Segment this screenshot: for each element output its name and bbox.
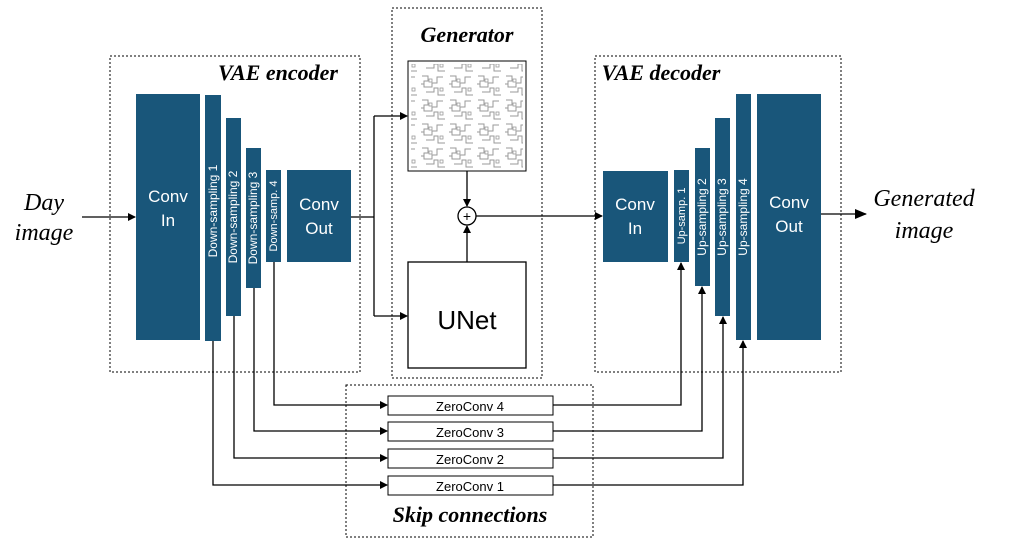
decoder-upsampling-4	[736, 94, 751, 340]
decoder-conv-in-label-2: In	[628, 219, 642, 238]
skip-group-box	[345, 384, 594, 538]
encoder-title: VAE encoder	[218, 60, 338, 85]
encoder-conv-out-label-2: Out	[305, 219, 333, 238]
encoder-downsampling-2-label: Down-sampling 2	[226, 170, 240, 263]
encoder-group-box	[109, 55, 361, 373]
decoder-upsampling-2-label: Up-sampling 2	[695, 178, 709, 256]
unet-label: UNet	[437, 305, 497, 335]
latent-noise-pattern	[411, 64, 523, 168]
encoder-conv-out	[287, 170, 351, 262]
decoder-upsampling-2	[695, 148, 710, 286]
skip-dec-4	[553, 262, 685, 406]
encoder-conv-in	[136, 94, 200, 340]
decoder-conv-out-label-2: Out	[775, 217, 803, 236]
zeroconv-1-label: ZeroConv 1	[436, 479, 504, 494]
generator-title: Generator	[421, 22, 514, 47]
skip-enc-2	[233, 316, 388, 462]
decoder-upsampling-1-label: Up-samp. 1	[676, 188, 688, 245]
encoder-downsampling-1-label: Down-sampling 1	[206, 164, 220, 257]
encoder-downsampling-2	[226, 118, 241, 316]
skip-enc-3	[253, 288, 388, 435]
decoder-upsampling-3	[715, 118, 730, 316]
skip-dec-3	[553, 286, 706, 432]
encoder-downsampling-4-label: Down-samp. 4	[268, 181, 280, 252]
skip-dec-1	[553, 340, 747, 486]
unet-block	[407, 261, 527, 369]
zeroconv-3-label: ZeroConv 3	[436, 425, 504, 440]
decoder-upsampling-4-label: Up-sampling 4	[736, 178, 750, 256]
decoder-title: VAE decoder	[602, 60, 721, 85]
skip-enc-1	[212, 341, 388, 489]
decoder-upsampling-3-label: Up-sampling 3	[715, 178, 729, 256]
decoder-conv-out	[757, 94, 821, 340]
zeroconv-2-label: ZeroConv 2	[436, 452, 504, 467]
output-label-line2: image	[895, 218, 954, 244]
encoder-downsampling-4	[266, 170, 281, 262]
decoder-conv-in-label-1: Conv	[615, 195, 655, 214]
encoder-downsampling-1	[205, 95, 221, 341]
skip-title: Skip connections	[393, 502, 548, 527]
encoder-downsampling-3	[246, 148, 261, 288]
skip-enc-4	[273, 262, 388, 409]
decoder-conv-in	[603, 171, 668, 262]
input-label-line1: Day	[23, 190, 64, 216]
encoder-conv-out-label-1: Conv	[299, 195, 339, 214]
encoder-downsampling-3-label: Down-sampling 3	[246, 171, 260, 264]
output-label-line1: Generated	[873, 186, 975, 212]
skip-dec-2	[553, 316, 727, 459]
zeroconv-4-label: ZeroConv 4	[436, 399, 504, 414]
decoder-upsampling-1	[674, 170, 689, 262]
encoder-conv-in-label-2: In	[161, 211, 175, 230]
sum-symbol: +	[463, 208, 471, 224]
decoder-conv-out-label-1: Conv	[769, 193, 809, 212]
input-label-line2: image	[15, 220, 74, 246]
encoder-conv-in-label-1: Conv	[148, 187, 188, 206]
